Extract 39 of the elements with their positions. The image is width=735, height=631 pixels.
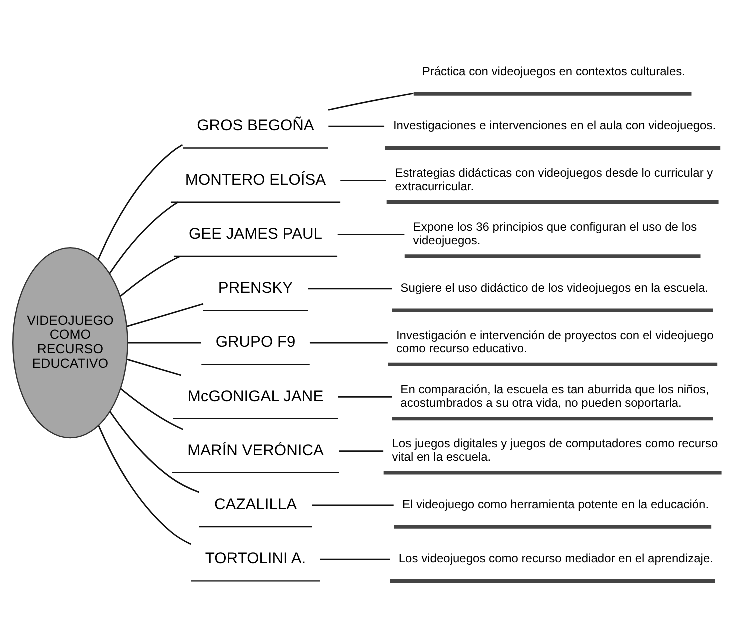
connector [120, 388, 184, 430]
connector [328, 92, 414, 110]
node-text: GROS BEGOÑA [197, 117, 314, 134]
node-text: MARÍN VERÓNICA [188, 442, 324, 459]
node-text: En comparación, la escuela es tan aburrida que los niños, acostumbrados a su otra vida, no pueden soportarla. [400, 382, 710, 410]
connector [126, 358, 182, 376]
connector [338, 396, 392, 398]
node-text: CAZALILLA [214, 496, 298, 514]
connector [128, 342, 202, 344]
connector [312, 504, 394, 506]
node-text: Estrategias didácticas con videojuegos desde lo curricular y extracurricular. [395, 166, 714, 193]
node-text: GEE JAMES PAUL [189, 225, 322, 242]
node-text: McGONIGAL JANE [188, 388, 324, 405]
node-text: El videojuego como herramienta potente en la educación. [402, 496, 710, 511]
connector [338, 234, 405, 236]
connector [328, 125, 385, 127]
connector [120, 255, 181, 297]
node-ellipse: VIDEOJUEGO COMO RECURSO EDUCATIVO [12, 246, 128, 438]
node-text: Investigación e intervención de proyectos con el videojuego como recurso educativo. [396, 328, 714, 356]
node-text: PRENSKY [218, 280, 294, 297]
connector [310, 342, 388, 344]
connector [110, 410, 200, 493]
node-text: MONTERO ELOÍSA [185, 171, 326, 188]
node-text: Expone los 36 principios que configuran el uso de los videojuegos. [413, 220, 698, 247]
node-text: Práctica con videojuegos en contextos culturales. [422, 64, 686, 78]
connector [98, 144, 184, 260]
connector [320, 558, 390, 560]
node-text: Los juegos digitales y juegos de computadores como recurso vital en la escuela. [392, 436, 718, 464]
node-text: Investigaciones e intervenciones en el aula con videojuegos. [393, 118, 716, 132]
connector [339, 450, 384, 452]
node-text: TORTOLINI A. [205, 550, 306, 568]
node-text: Sugiere el uso didáctico de los videojuegos en la escuela. [400, 280, 709, 294]
connector [340, 179, 386, 181]
connector [98, 424, 192, 545]
node-text: Los videojuegos como recurso mediador en el aprendizaje. [398, 551, 714, 566]
node-text: GRUPO F9 [216, 334, 296, 351]
connector [126, 302, 204, 327]
connector [308, 288, 392, 290]
connector [109, 201, 179, 274]
